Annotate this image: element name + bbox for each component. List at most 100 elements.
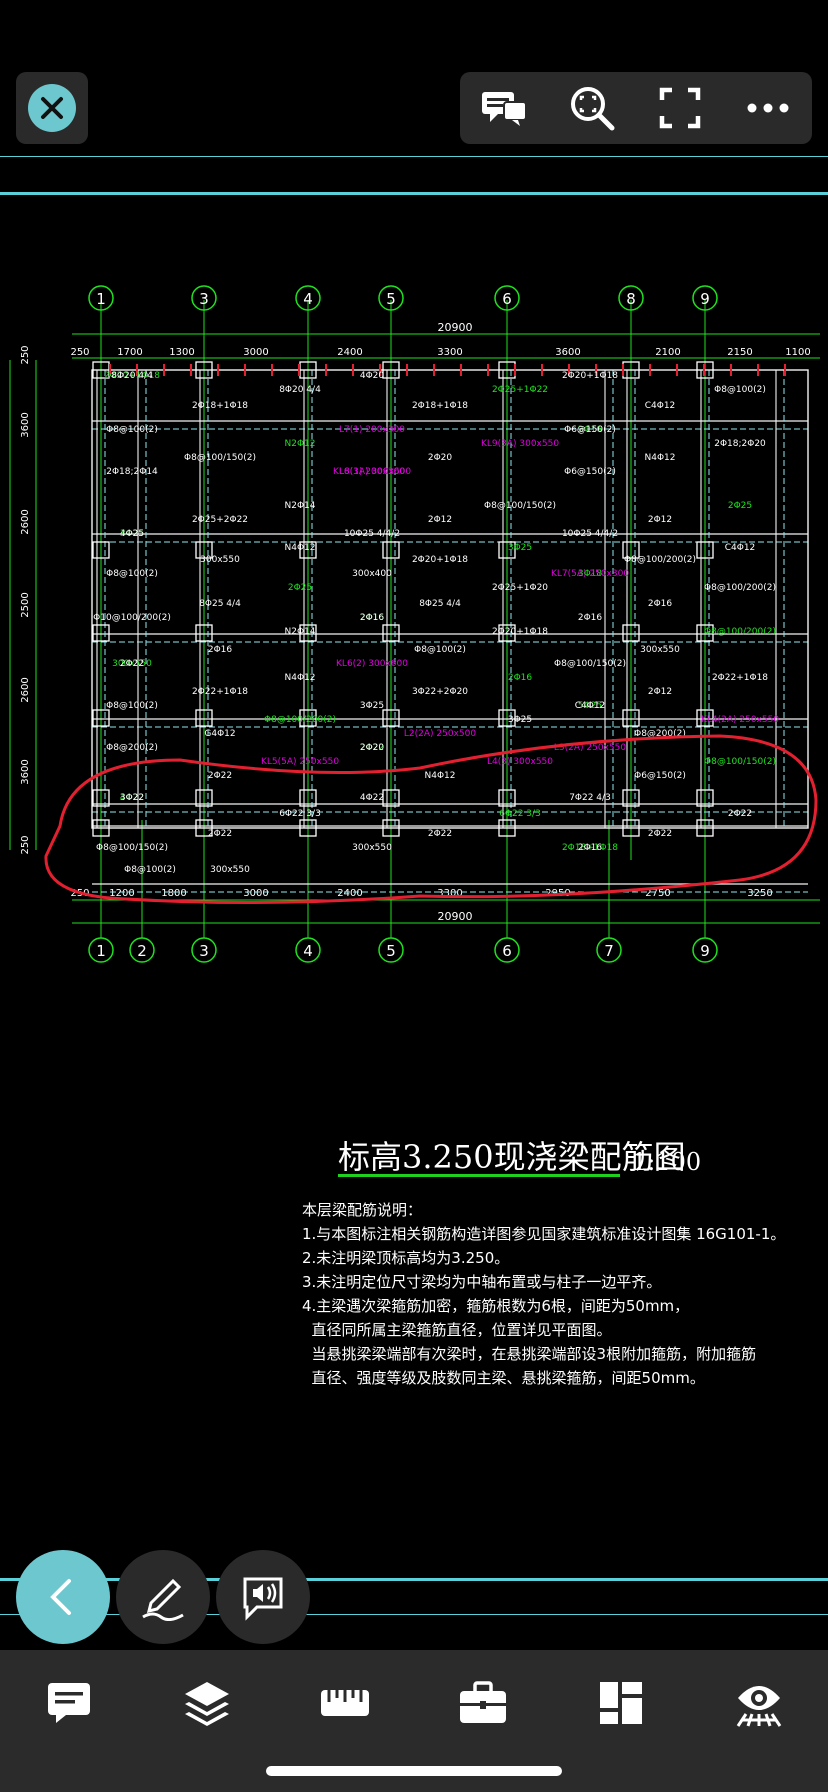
divider: [0, 156, 828, 157]
beam-label: Φ8@100(2): [124, 865, 176, 875]
column: [622, 541, 640, 559]
beam-label: L7(1) 200x300: [339, 425, 405, 435]
column: [696, 789, 714, 807]
axis-bubble: [378, 937, 404, 963]
beam-label: 2Φ20+1Φ18: [562, 371, 618, 381]
layers-icon[interactable]: [177, 1673, 237, 1733]
voice-comment-button[interactable]: [216, 1550, 310, 1644]
column: [299, 819, 317, 837]
annotate-button[interactable]: [116, 1550, 210, 1644]
axis-bubble: [618, 285, 644, 311]
beam-label: 2Φ22: [208, 771, 232, 781]
column: [498, 541, 516, 559]
axis-bubble: [596, 937, 622, 963]
column: [195, 789, 213, 807]
axis-label-bottom: 2: [137, 942, 147, 960]
dimension-value: 3600: [555, 347, 580, 358]
notes-line: 直径、强度等级及肢数同主梁、悬挑梁箍筋，间距50mm。: [302, 1369, 705, 1387]
beam-label: Φ8@100/200(2): [704, 627, 776, 637]
column: [622, 709, 640, 727]
beam-label: 2Φ22+1Φ18: [192, 687, 248, 697]
notes-line: 1.与本图标注相关钢筋构造详图参见国家建筑标准设计图集 16G101-1。: [302, 1225, 786, 1243]
column: [92, 709, 110, 727]
axis-bubble: [295, 285, 321, 311]
beam-label: Φ8@100(2): [106, 425, 158, 435]
beam-label: 2Φ18+1Φ18: [412, 401, 468, 411]
column: [382, 819, 400, 837]
axis-bubble: [295, 937, 321, 963]
back-button[interactable]: [16, 1550, 110, 1644]
beam-label: 8Φ25 4/4: [199, 599, 241, 609]
beam-label: 10Φ25 4/4/2: [562, 529, 618, 539]
axis-label-top: 6: [502, 290, 512, 308]
comment-icon[interactable]: [474, 78, 534, 138]
notes-line: 3.未注明定位尺寸梁均为中轴布置或与柱子一边平齐。: [302, 1273, 662, 1291]
dimension-total: 20900: [438, 321, 473, 334]
notes-line: 直径同所属主梁箍筋直径，位置详见平面图。: [302, 1321, 612, 1339]
column: [382, 709, 400, 727]
divider: [0, 192, 828, 195]
close-button[interactable]: [16, 72, 88, 144]
axis-label-bottom: 6: [502, 942, 512, 960]
column: [696, 709, 714, 727]
beam-label: 2Φ16: [648, 599, 673, 609]
markup-highlight: [44, 734, 818, 905]
layout-icon[interactable]: [591, 1673, 651, 1733]
beam-label: 8Φ20 4/4: [279, 385, 321, 395]
beam-label: KL9(3A) 300x550: [481, 439, 559, 449]
beam-label: 2Φ20+1Φ18: [412, 555, 468, 565]
column: [382, 624, 400, 642]
column: [92, 624, 110, 642]
column: [696, 541, 714, 559]
beam-label: C4Φ12: [725, 543, 756, 553]
axis-bubble: [692, 937, 718, 963]
fullscreen-icon[interactable]: [650, 78, 710, 138]
dimension-value: 2600: [20, 509, 31, 534]
beam-label: 300x550: [200, 555, 240, 565]
column: [622, 819, 640, 837]
column: [299, 709, 317, 727]
beam-label: Φ8@100(2): [414, 645, 466, 655]
axis-label-bottom: 7: [604, 942, 614, 960]
beam-label: N4Φ12: [425, 771, 456, 781]
beam-label: 7Φ22 4/3: [569, 793, 611, 803]
dimension-value: 3600: [20, 759, 31, 784]
beam-label: 4Φ20: [360, 371, 385, 381]
view-icon[interactable]: [729, 1673, 789, 1733]
measure-icon[interactable]: [315, 1673, 375, 1733]
dimension-value: 3000: [243, 347, 268, 358]
drawing-scale: 1:100: [632, 1148, 702, 1176]
axis-bubble: [191, 285, 217, 311]
comments-icon[interactable]: [39, 1673, 99, 1733]
beam-label: N4Φ12: [645, 453, 676, 463]
beam-label: 2Φ12: [648, 515, 672, 525]
notes-line: 当悬挑梁梁端部有次梁时，在悬挑梁端部设3根附加箍筋，附加箍筋: [302, 1345, 757, 1363]
dimension-value: 1700: [117, 347, 142, 358]
beam-label: N2Φ12: [285, 439, 316, 449]
dimension-value: 1300: [169, 347, 194, 358]
column: [696, 624, 714, 642]
column: [299, 624, 317, 642]
column: [696, 819, 714, 837]
zoom-fit-icon[interactable]: [562, 78, 622, 138]
dimension-value: 2400: [337, 347, 362, 358]
beam-label: 2Φ22+1Φ18: [712, 673, 768, 683]
annotate-icon: [142, 1578, 184, 1621]
plan-frame: [91, 369, 809, 829]
dimension-value: 2100: [655, 347, 680, 358]
beam-label: Φ8@100/150(2): [184, 453, 256, 463]
axis-label-bottom: 5: [386, 942, 396, 960]
toolbox-icon[interactable]: [453, 1673, 513, 1733]
axis-label-top: 4: [303, 290, 313, 308]
more-icon[interactable]: [738, 78, 798, 138]
notes-line: 本层梁配筋说明：: [302, 1201, 423, 1219]
beam-label: 300x550: [210, 865, 250, 875]
beam-label: 2Φ25+1Φ20: [492, 583, 548, 593]
dimension-value: 3000: [243, 888, 268, 899]
column: [498, 789, 516, 807]
beam-label: Φ6@150(2): [564, 425, 616, 435]
beam-label: 8Φ25 4/4: [419, 599, 461, 609]
drawing-title: 标高3.250现浇梁配筋图: [338, 1138, 686, 1176]
column: [498, 819, 516, 837]
